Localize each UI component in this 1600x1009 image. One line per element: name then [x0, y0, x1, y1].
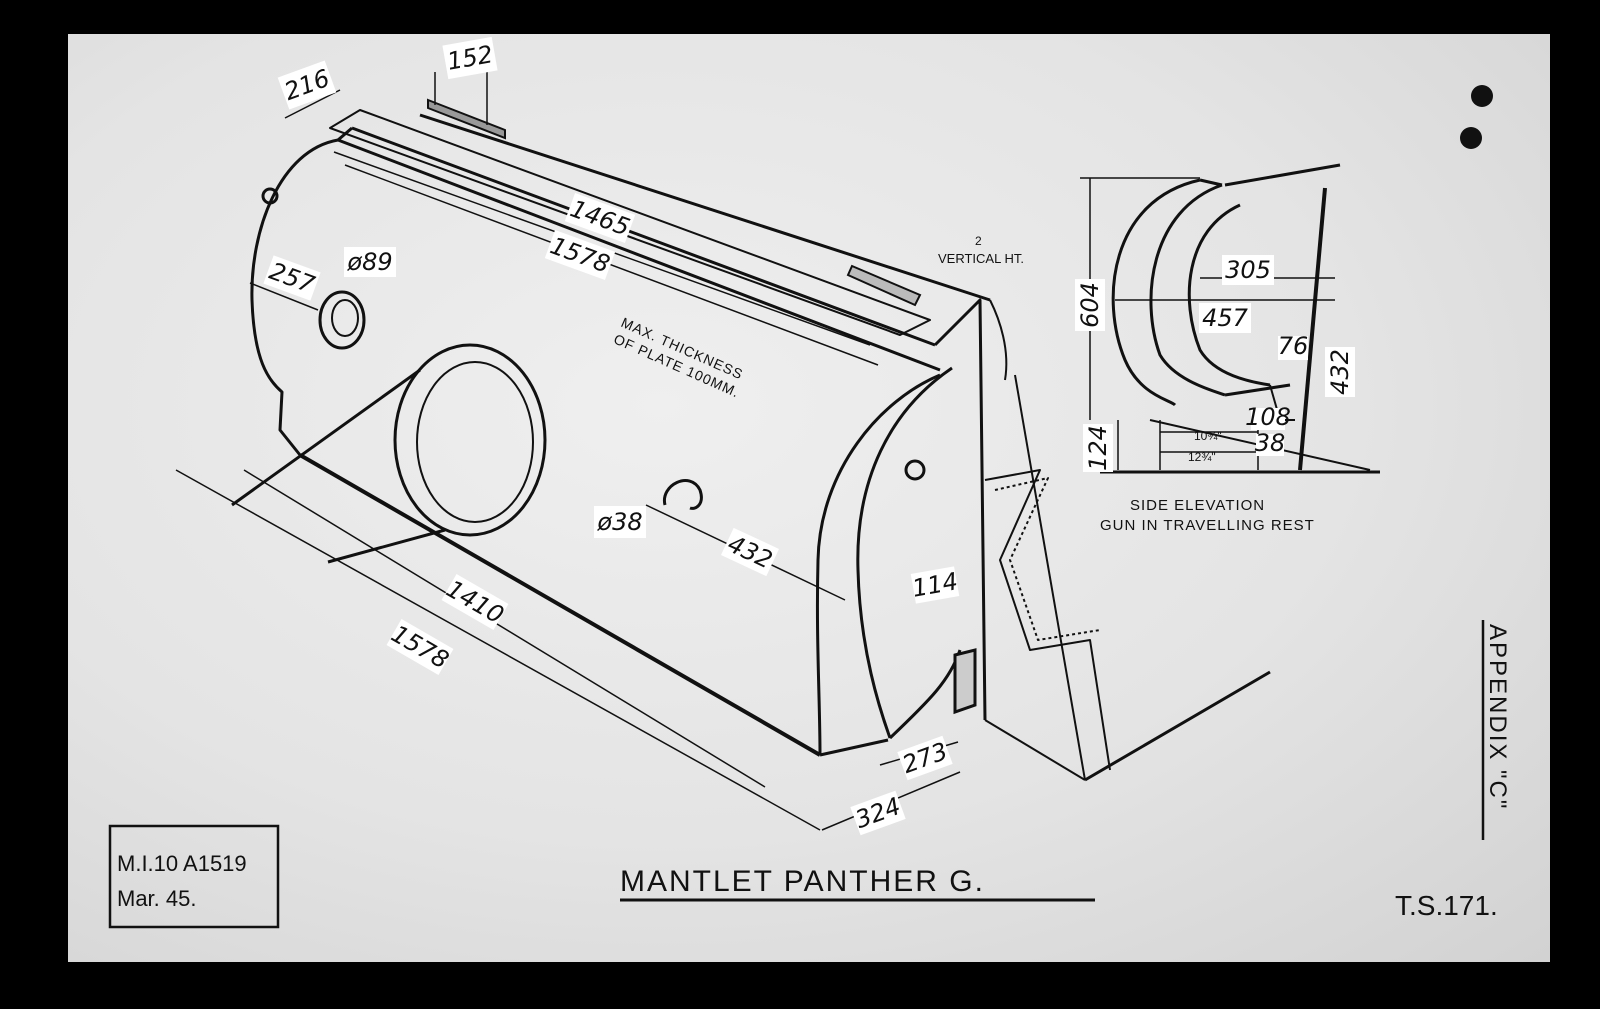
- svg-text:1465: 1465: [567, 194, 634, 241]
- svg-text:324: 324: [852, 792, 905, 834]
- svg-text:114: 114: [910, 567, 960, 603]
- plate-note: MAX. THICKNESS OF PLATE 100MM.: [611, 314, 745, 400]
- dim-604: 604: [1075, 279, 1105, 331]
- reference-box-frame: [108, 824, 280, 929]
- punch-hole: [1471, 85, 1493, 107]
- dim-38-side: 38: [1255, 429, 1286, 457]
- svg-text:457: 457: [1202, 304, 1249, 332]
- side-elevation-caption-1: SIDE ELEVATION: [1130, 497, 1265, 514]
- svg-text:124: 124: [1084, 425, 1112, 471]
- vertical-note-text: VERTICAL HT.: [938, 251, 1024, 266]
- dim-152: 152: [442, 36, 498, 80]
- svg-text:1578: 1578: [547, 231, 614, 278]
- svg-text:216: 216: [281, 64, 334, 106]
- appendix-label: APPENDIX "C": [1484, 624, 1511, 810]
- svg-text:1578: 1578: [387, 620, 454, 675]
- dim-1578-top: 1578: [544, 229, 616, 281]
- svg-text:305: 305: [1225, 256, 1271, 284]
- side-elevation-caption-2: GUN IN TRAVELLING REST: [1100, 517, 1315, 534]
- dim-216: 216: [277, 60, 337, 110]
- small-hole: [663, 479, 703, 510]
- svg-text:604: 604: [1076, 282, 1104, 328]
- drawing-title: MANTLET PANTHER G.: [620, 865, 985, 898]
- dim-108: 108: [1245, 403, 1291, 431]
- reference-number: M.I.10 A1519: [117, 851, 247, 876]
- dim-114: 114: [910, 566, 960, 604]
- dim-257: 257: [263, 255, 321, 301]
- dim-1465: 1465: [564, 192, 636, 244]
- gun-barrel: [231, 343, 547, 564]
- dim-124: 124: [1083, 424, 1113, 472]
- dim-38-hole: ø38: [594, 506, 646, 538]
- vision-port: [318, 290, 366, 350]
- reference-date: Mar. 45.: [117, 886, 196, 911]
- svg-text:76: 76: [1278, 332, 1309, 360]
- dim-1578-bottom: 1578: [386, 619, 454, 675]
- dim-1410: 1410: [441, 574, 509, 630]
- svg-text:273: 273: [899, 737, 952, 779]
- dim-89: ø89: [344, 247, 396, 277]
- svg-text:108: 108: [1245, 403, 1291, 431]
- svg-text:432: 432: [1326, 349, 1354, 395]
- drawing-sheet: [68, 34, 1550, 962]
- dim-457: 457: [1199, 303, 1251, 333]
- dim-76: 76: [1278, 332, 1309, 360]
- dim-12-3-4: 12¾": [1188, 450, 1216, 464]
- svg-text:ø89: ø89: [346, 248, 392, 276]
- dim-432-side: 432: [1325, 347, 1355, 397]
- vertical-note-number: 2: [975, 234, 982, 248]
- svg-text:1410: 1410: [442, 575, 509, 630]
- svg-text:ø38: ø38: [596, 508, 642, 536]
- fittings: [261, 98, 977, 715]
- dim-10-3-4: 10¾": [1194, 429, 1222, 443]
- dim-324: 324: [850, 790, 906, 836]
- punch-hole: [1460, 127, 1482, 149]
- sheet-number: T.S.171.: [1395, 890, 1498, 921]
- dim-273: 273: [897, 735, 953, 781]
- svg-text:38: 38: [1255, 429, 1286, 457]
- dim-305: 305: [1222, 255, 1274, 285]
- dim-432: 432: [721, 527, 779, 577]
